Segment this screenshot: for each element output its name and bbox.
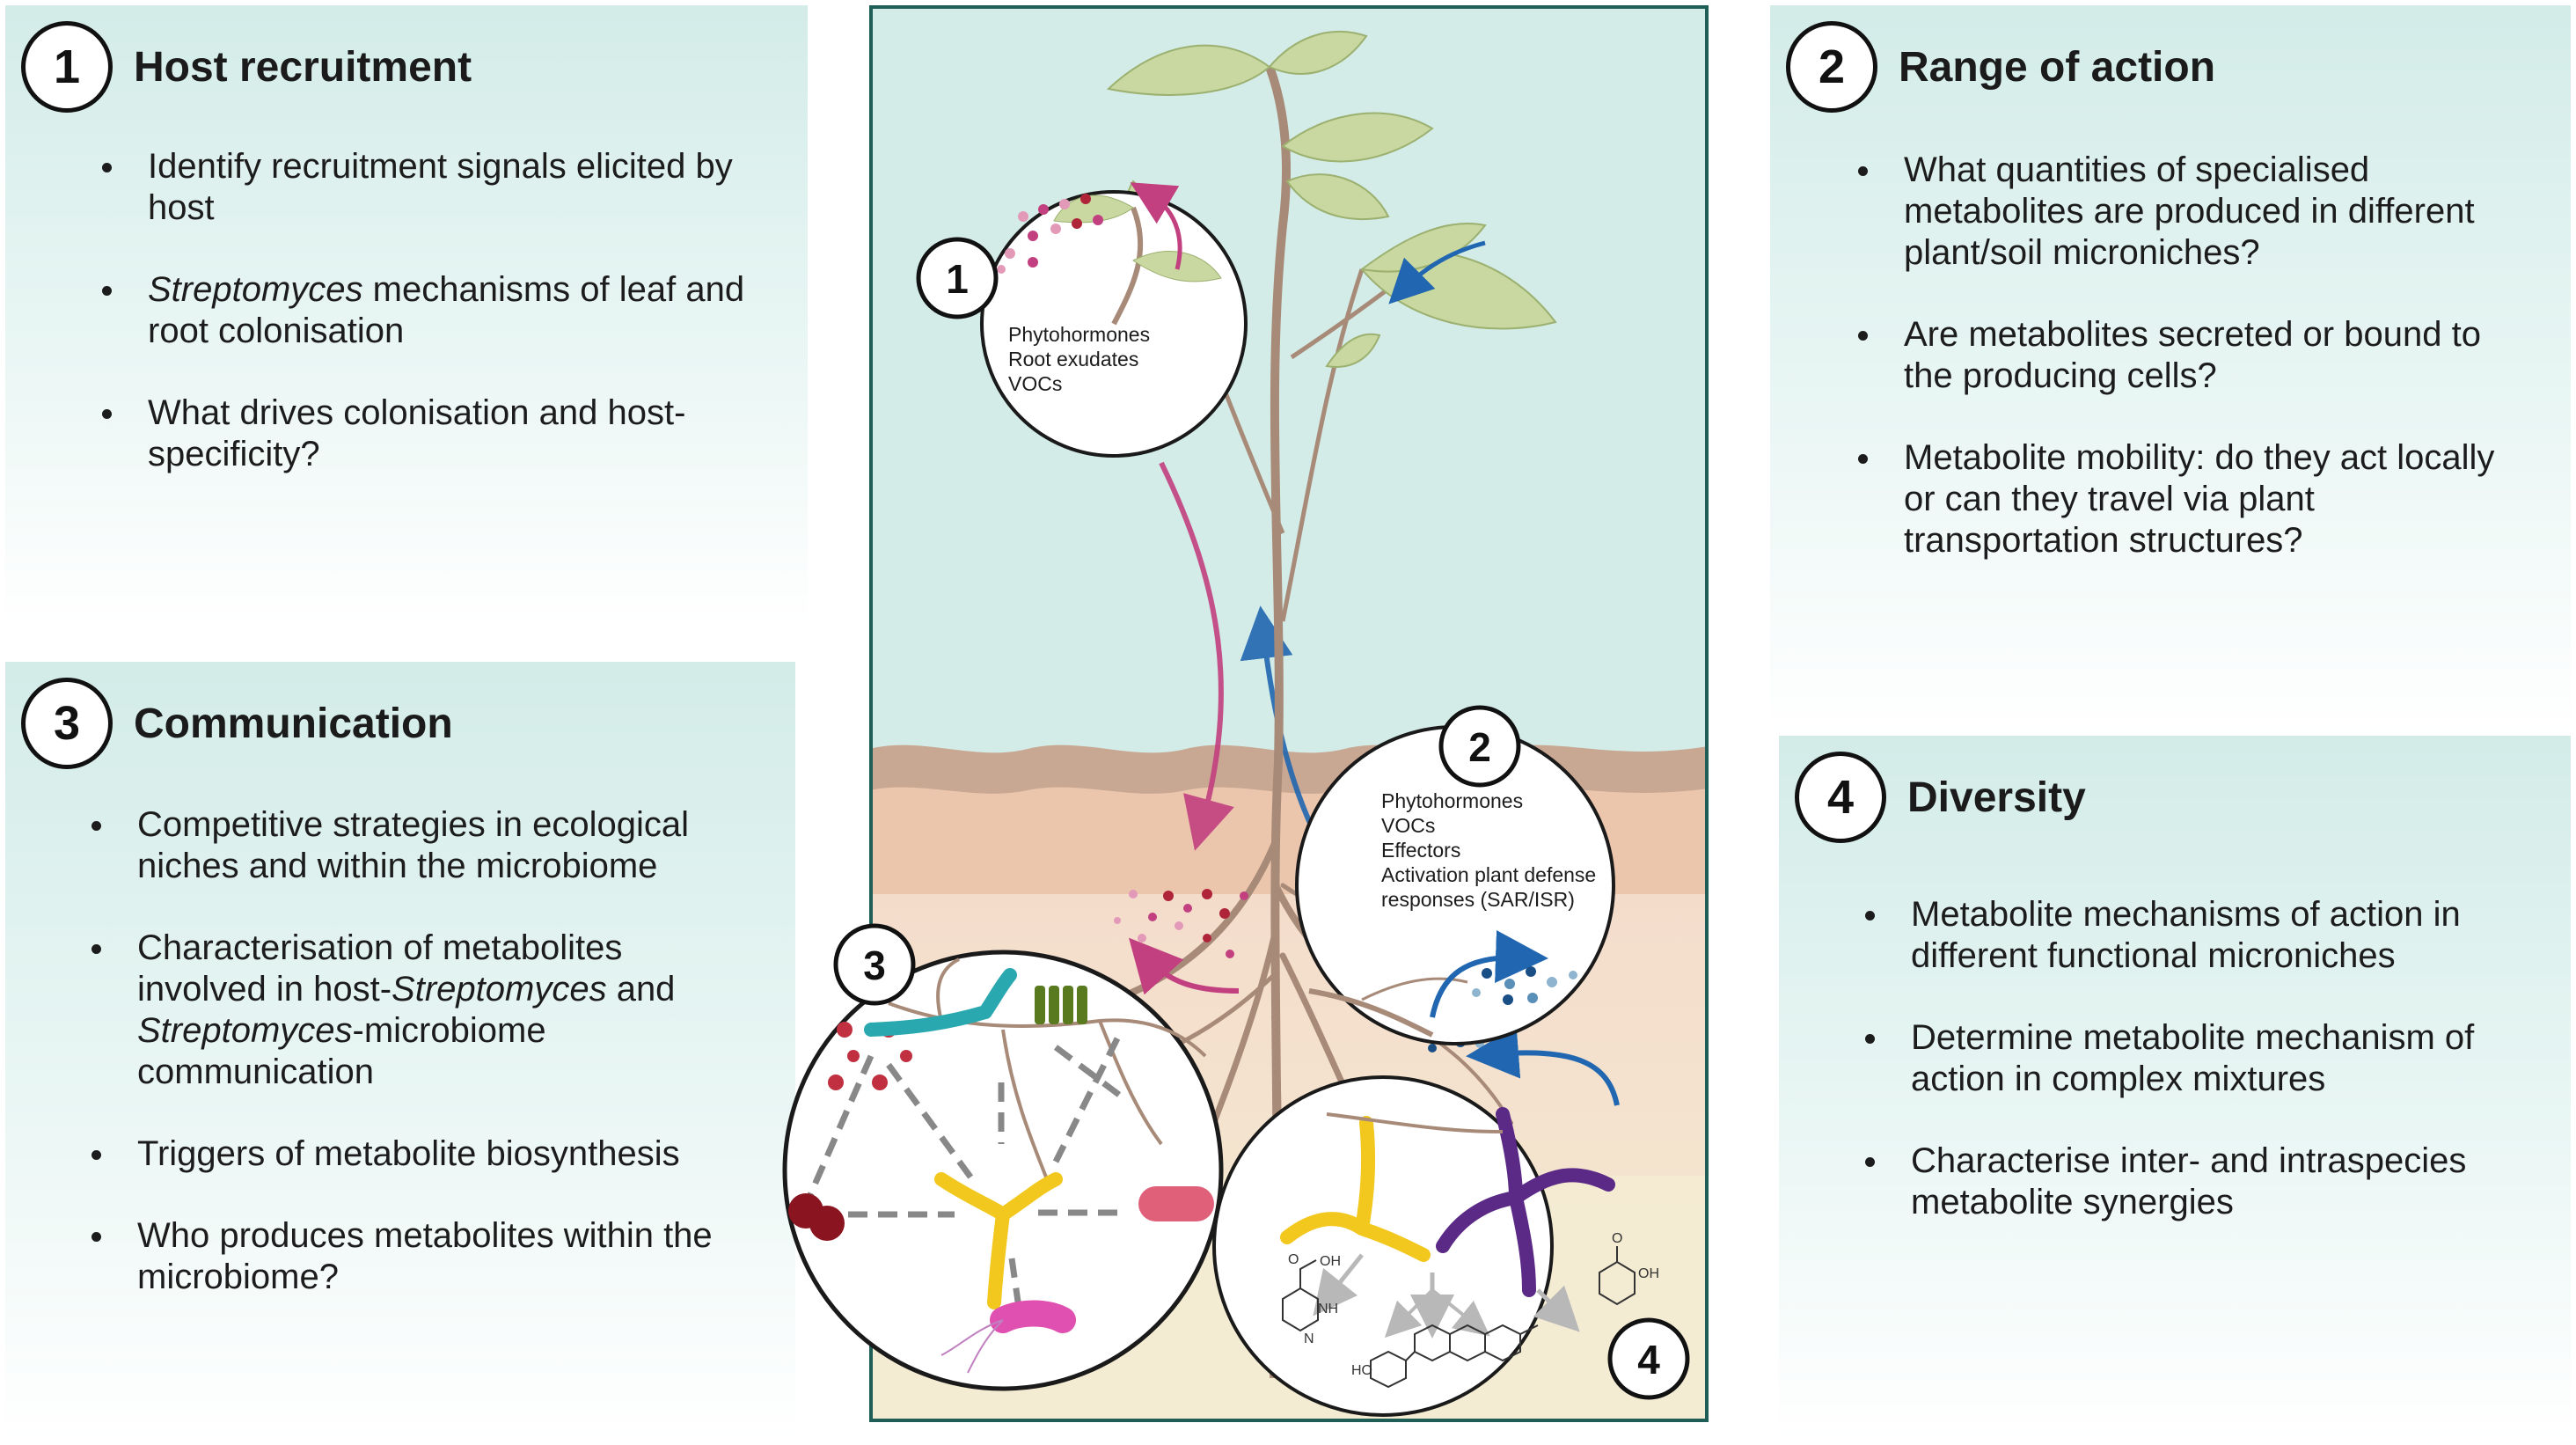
bullet-point: Metabolite mechanisms of action in diffe…: [1858, 894, 2527, 977]
circle-3-microbiome-communication: [782, 950, 1224, 1391]
panel-title: Host recruitment: [134, 43, 472, 91]
bullet-point: Identify recruitment signals elicited by…: [95, 146, 764, 229]
chem-label: N: [1304, 1331, 1314, 1346]
bullet-text: Metabolite mobility: do they act locally…: [1904, 438, 2495, 560]
panel-title: Diversity: [1907, 774, 2086, 821]
chem-label: HO: [1351, 1363, 1372, 1378]
blue-inflow-arrow: [1466, 1025, 1620, 1106]
circle-3-badge: 3: [833, 923, 916, 1006]
blue-leaf-arrow: [1388, 240, 1486, 304]
illustration-frame: [869, 5, 1709, 1422]
circle-2-label: Effectors: [1381, 839, 1460, 862]
bullet-point: Metabolite mobility: do they act locally…: [1851, 437, 2528, 561]
chem-label: OH: [1638, 1266, 1659, 1281]
magenta-root-arrow: [1129, 937, 1240, 995]
bullet-text: Are metabolites secreted or bound to the…: [1904, 315, 2481, 395]
bullet-point: What quantities of specialised metabolit…: [1851, 150, 2528, 274]
circle-1-badge: 1: [916, 237, 999, 319]
svg-text:2: 2: [1468, 724, 1491, 770]
bullet-point: Triggers of metabolite biosynthesis: [84, 1133, 753, 1175]
panel-title: Communication: [134, 700, 453, 747]
circle-4-badge: 4: [1607, 1317, 1690, 1400]
bullet-text: Triggers of metabolite biosynthesis: [137, 1134, 680, 1173]
panel-header: 3 Communication: [21, 678, 453, 769]
bullet-list: Competitive strategies in ecological nic…: [84, 804, 753, 1339]
bullet-text: Streptomyces: [392, 970, 607, 1009]
circle-1-label: VOCs: [1008, 372, 1062, 395]
panel-range-of-action: 2 Range of action What quantities of spe…: [1770, 5, 2571, 734]
bullet-text: What quantities of specialised metabolit…: [1904, 150, 2475, 272]
magenta-signal-arrow: [1159, 461, 1234, 851]
bullet-text: Competitive strategies in ecological nic…: [137, 805, 689, 885]
circle-2-label: responses (SAR/ISR): [1381, 888, 1575, 911]
bullet-point: Determine metabolite mechanism of action…: [1858, 1017, 2527, 1100]
yellow-streptomyces-center: [934, 1172, 1063, 1309]
panel-diversity: 4 Diversity Metabolite mechanisms of act…: [1779, 736, 2571, 1440]
bullet-list: Metabolite mechanisms of action in diffe…: [1858, 894, 2527, 1264]
bullet-text: Determine metabolite mechanism of action…: [1911, 1018, 2475, 1098]
purple-streptomyces: [1436, 1107, 1615, 1297]
fungal-spores: [788, 1193, 845, 1241]
panel-header: 1 Host recruitment: [21, 21, 472, 113]
number-badge: 3: [21, 678, 113, 769]
chem-label: OH: [1320, 1254, 1341, 1269]
pink-rod-bacterium: [1138, 1186, 1214, 1221]
panel-host-recruitment: 1 Host recruitment Identify recruitment …: [5, 5, 808, 625]
bullet-text: Characterisation of metabolites involved…: [137, 928, 623, 1009]
circle-1-label: Phytohormones: [1008, 323, 1150, 346]
bullet-text: What drives colonisation and host-specif…: [148, 393, 686, 473]
number-badge: 1: [21, 21, 113, 113]
svg-text:3: 3: [863, 943, 886, 988]
bullet-text: Who produces metabolites within the micr…: [137, 1216, 713, 1296]
circle-2-soil-signals: Phytohormones VOCs Effectors Activation …: [1295, 725, 1615, 1045]
number-badge: 2: [1786, 21, 1877, 113]
chem-label: NH: [1318, 1302, 1338, 1317]
pink-flagellated-bacterium: [990, 1300, 1076, 1333]
circle-1-leaf-signals: Phytohormones Root exudates VOCs: [980, 182, 1248, 458]
bullet-point: What drives colonisation and host-specif…: [95, 392, 764, 475]
bullet-text: Characterise inter- and intraspecies met…: [1911, 1141, 2467, 1221]
svg-text:4: 4: [1637, 1337, 1660, 1383]
panel-header: 2 Range of action: [1786, 21, 2215, 113]
bullet-text: Identify recruitment signals elicited by…: [148, 147, 733, 227]
bullet-text: and: [606, 970, 676, 1009]
bullet-text: Streptomyces: [148, 270, 363, 309]
number-badge: 4: [1795, 752, 1886, 843]
leaf-signal-particles: [997, 194, 1103, 274]
bullet-point: Characterisation of metabolites involved…: [84, 928, 753, 1093]
teal-streptomyces: [864, 968, 1017, 1037]
bullet-point: Who produces metabolites within the micr…: [84, 1215, 753, 1298]
panel-header: 4 Diversity: [1795, 752, 2086, 843]
bullet-text: -microbiome communication: [137, 1011, 546, 1091]
bullet-list: Identify recruitment signals elicited by…: [95, 146, 764, 516]
green-bacilli: [1035, 986, 1087, 1024]
dashed-interaction-lines: [806, 1037, 1129, 1321]
panel-title: Range of action: [1899, 43, 2216, 91]
chem-label: O: [1288, 1252, 1299, 1267]
circle-1-label: Root exudates: [1008, 348, 1138, 370]
circle-4-metabolite-diversity: OH O NH N OH O HO: [1212, 1075, 1659, 1417]
panel-communication: 3 Communication Competitive strategies i…: [5, 662, 795, 1440]
bullet-point: Characterise inter- and intraspecies met…: [1858, 1141, 2527, 1223]
bullet-point: Are metabolites secreted or bound to the…: [1851, 314, 2528, 397]
svg-text:1: 1: [946, 256, 969, 302]
chem-label: O: [1612, 1231, 1622, 1246]
bullet-text: Streptomyces: [137, 1011, 353, 1050]
bullet-point: Streptomyces mechanisms of leaf and root…: [95, 269, 764, 352]
circle-2-label: VOCs: [1381, 814, 1435, 837]
bullet-text: Metabolite mechanisms of action in diffe…: [1911, 895, 2461, 975]
circle-2-label: Activation plant defense: [1381, 863, 1596, 886]
circle-2-label: Phytohormones: [1381, 789, 1523, 812]
bullet-list: What quantities of specialised metabolit…: [1851, 150, 2528, 602]
circle-2-badge: 2: [1438, 705, 1521, 788]
bullet-text: mechanisms of leaf and root colonisation: [148, 270, 745, 350]
chemical-structures: [1282, 1246, 1636, 1389]
bullet-point: Competitive strategies in ecological nic…: [84, 804, 753, 887]
yellow-streptomyces: [1280, 1116, 1431, 1262]
